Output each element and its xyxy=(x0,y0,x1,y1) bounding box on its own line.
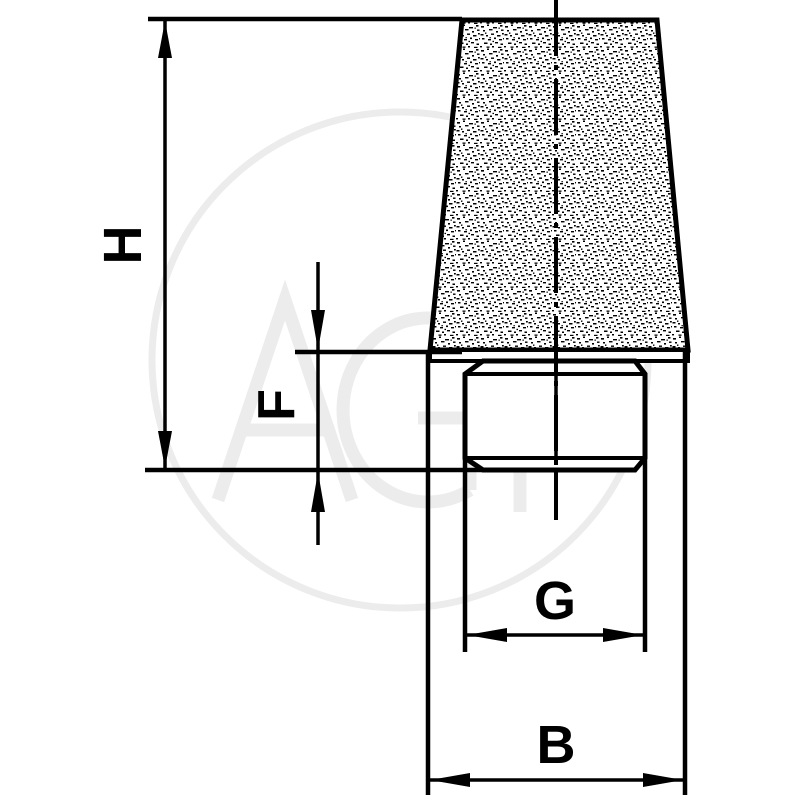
dimension-H-arrow-bottom xyxy=(158,431,172,468)
dimension-F-label: F xyxy=(248,389,306,421)
dimension-H-label: H xyxy=(93,226,153,265)
dimension-B-label: B xyxy=(537,715,576,775)
dimension-B-arrow-right xyxy=(643,773,683,787)
dimension-F-arrow-top xyxy=(311,310,325,350)
dimension-B-arrow-left xyxy=(430,773,470,787)
dimension-G-arrow-right xyxy=(603,628,643,642)
dimension-F: F xyxy=(248,262,462,545)
dimension-F-arrow-bottom xyxy=(311,472,325,512)
dimension-G: G xyxy=(462,458,648,652)
dimension-B: B xyxy=(425,352,688,795)
dimension-G-label: G xyxy=(534,571,576,631)
dimension-H-arrow-top xyxy=(158,21,172,58)
tapered-cone-body xyxy=(427,17,691,353)
dimension-G-arrow-left xyxy=(467,628,507,642)
